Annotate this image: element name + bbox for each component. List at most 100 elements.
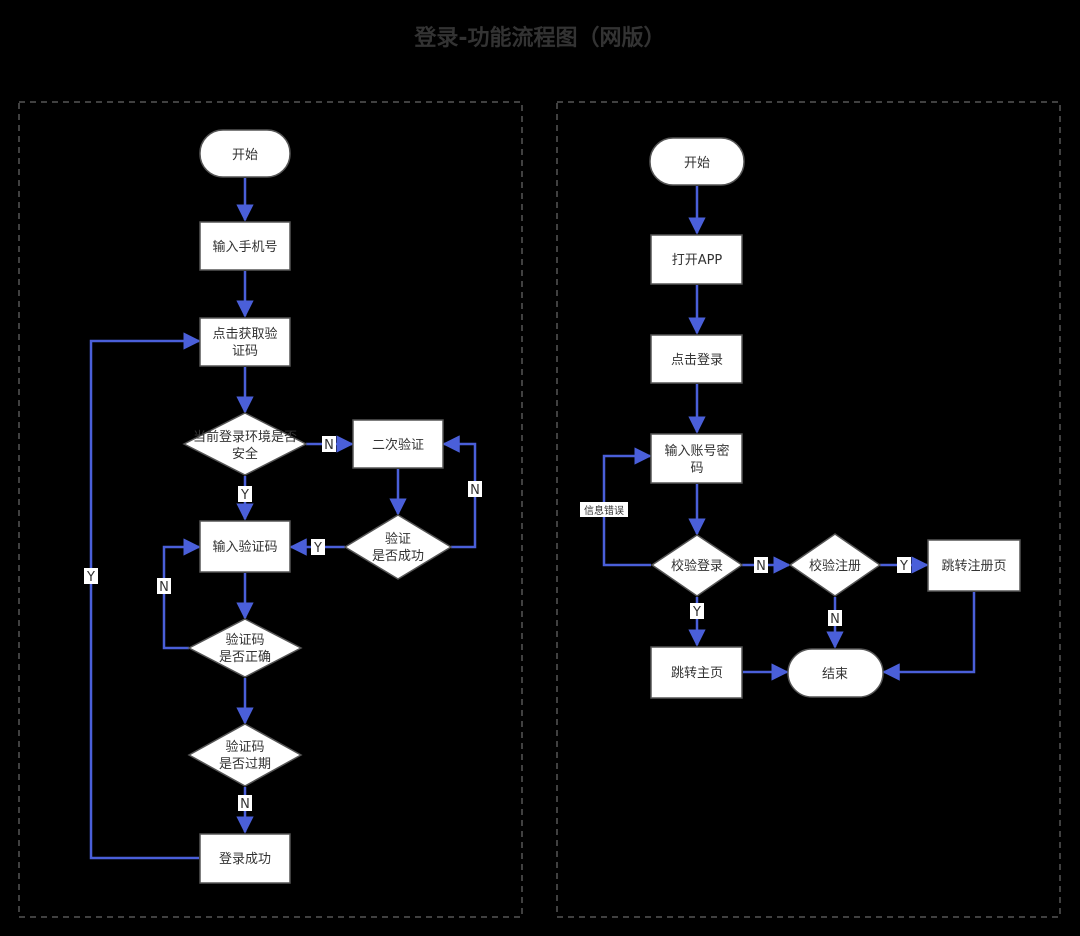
svg-text:开始: 开始 (232, 148, 258, 163)
node-env-safe-label-2: 安全 (232, 446, 258, 462)
label-env-no: N (324, 438, 334, 453)
node-code-expired (187, 723, 303, 787)
svg-text:N: N (470, 483, 480, 498)
node-goto-register (927, 539, 1021, 592)
svg-text:N: N (756, 559, 766, 574)
label-loop-yes: Y (86, 570, 95, 585)
right-nodes: 开始 打开APP 点击登录 输入账号密 码 校验登录 校验注册 跳转注册页 跳转… (649, 137, 1021, 699)
edge-r-page-to-end (882, 592, 976, 681)
svg-text:输入手机号: 输入手机号 (212, 239, 277, 255)
node-check-register-label: 校验注册 (809, 558, 861, 574)
node-code-correct-label-2: 是否正确 (219, 650, 271, 665)
svg-text:输入账号密: 输入账号密 (664, 443, 729, 459)
node-code-correct (187, 618, 303, 678)
svg-text:打开APP: 打开APP (672, 253, 723, 268)
node-enter-code-label: 输入验证码 (212, 539, 277, 555)
node-get-code (199, 317, 291, 367)
svg-text:跳转注册页: 跳转注册页 (941, 559, 1006, 574)
right-edges (602, 186, 976, 681)
svg-text:当前登录环境是否: 当前登录环境是否 (193, 429, 297, 445)
label-verify-yes: Y (313, 541, 322, 556)
node-login-success-label: 登录成功 (219, 852, 271, 867)
svg-text:开始: 开始 (684, 156, 710, 171)
node-right-end (787, 648, 884, 698)
node-enter-account-label-1: 输入账号密 (664, 443, 729, 459)
left-edges (89, 178, 477, 860)
node-right-start (649, 137, 745, 186)
node-env-safe (182, 412, 308, 476)
svg-text:N: N (159, 580, 169, 595)
label-expired-no: N (240, 797, 250, 812)
svg-text:码: 码 (690, 461, 703, 476)
svg-text:校验登录: 校验登录 (671, 558, 723, 574)
node-goto-home-label: 跳转主页 (671, 666, 723, 681)
edge-success-loop-to-getcode (89, 332, 201, 860)
label-login-yes: Y (692, 605, 701, 620)
node-enter-account (650, 433, 743, 484)
label-register-no: N (830, 612, 840, 627)
label-register-yes: Y (899, 559, 908, 574)
node-code-correct-label-1: 验证码 (225, 632, 264, 648)
node-goto-home (650, 646, 743, 699)
svg-text:N: N (324, 438, 334, 453)
node-goto-register-label: 跳转注册页 (941, 559, 1006, 574)
node-open-app (650, 234, 743, 285)
label-verify-no: N (470, 483, 480, 498)
label-env-yes: Y (240, 488, 249, 503)
node-get-code-label-2: 证码 (232, 344, 258, 359)
node-right-start-label: 开始 (684, 156, 710, 171)
node-enter-account-label-2: 码 (690, 461, 703, 476)
node-code-expired-label-1: 验证码 (225, 739, 264, 755)
svg-text:登录成功: 登录成功 (219, 852, 271, 867)
right-edge-labels: N Y N Y 信息错误 (580, 502, 911, 627)
svg-text:结束: 结束 (822, 667, 848, 682)
svg-text:N: N (240, 797, 250, 812)
node-left-start-label: 开始 (232, 148, 258, 163)
node-second-verify-label: 二次验证 (372, 437, 424, 453)
node-verify-ok-label-2: 是否成功 (372, 549, 424, 564)
svg-text:Y: Y (240, 488, 249, 503)
node-click-login (650, 334, 743, 384)
node-enter-phone-label: 输入手机号 (212, 239, 277, 255)
svg-text:N: N (830, 612, 840, 627)
node-check-login-label: 校验登录 (671, 558, 723, 574)
svg-text:是否成功: 是否成功 (372, 549, 424, 564)
svg-text:Y: Y (313, 541, 322, 556)
svg-text:校验注册: 校验注册 (809, 558, 861, 574)
node-enter-phone (199, 221, 291, 271)
edge-correct-loop-back (162, 538, 201, 650)
diagram-title: 登录-功能流程图（网版） (414, 26, 666, 51)
node-check-login (650, 534, 744, 597)
svg-text:Y: Y (899, 559, 908, 574)
node-left-start (199, 129, 291, 178)
svg-text:Y: Y (86, 570, 95, 585)
svg-text:信息错误: 信息错误 (584, 504, 624, 517)
node-second-verify (352, 419, 444, 469)
svg-text:输入验证码: 输入验证码 (212, 539, 277, 555)
node-right-end-label: 结束 (822, 667, 848, 682)
node-env-safe-label-1: 当前登录环境是否 (193, 429, 297, 445)
svg-text:点击获取验: 点击获取验 (212, 326, 277, 342)
node-verify-ok (343, 514, 453, 580)
node-check-register (788, 533, 882, 597)
svg-text:是否过期: 是否过期 (219, 757, 271, 772)
right-flow-frame (556, 101, 1061, 918)
svg-text:点击登录: 点击登录 (671, 353, 723, 368)
node-get-code-label-1: 点击获取验 (212, 326, 277, 342)
label-login-no: N (756, 559, 766, 574)
svg-text:二次验证: 二次验证 (372, 437, 424, 453)
svg-text:验证: 验证 (385, 531, 411, 547)
svg-text:安全: 安全 (232, 446, 258, 462)
svg-text:是否正确: 是否正确 (219, 650, 271, 665)
label-info-error: 信息错误 (584, 504, 624, 517)
label-correct-no: N (159, 580, 169, 595)
node-click-login-label: 点击登录 (671, 353, 723, 368)
node-verify-ok-label-1: 验证 (385, 531, 411, 547)
left-edge-labels: N Y N Y N N Y (84, 436, 482, 812)
node-code-expired-label-2: 是否过期 (219, 757, 271, 772)
node-enter-code (199, 520, 291, 573)
svg-text:证码: 证码 (232, 344, 258, 359)
left-nodes: 开始 输入手机号 点击获取验 证码 当前登录环境是否 安全 二次验证 验证 是否… (182, 129, 453, 884)
svg-text:验证码: 验证码 (225, 739, 264, 755)
